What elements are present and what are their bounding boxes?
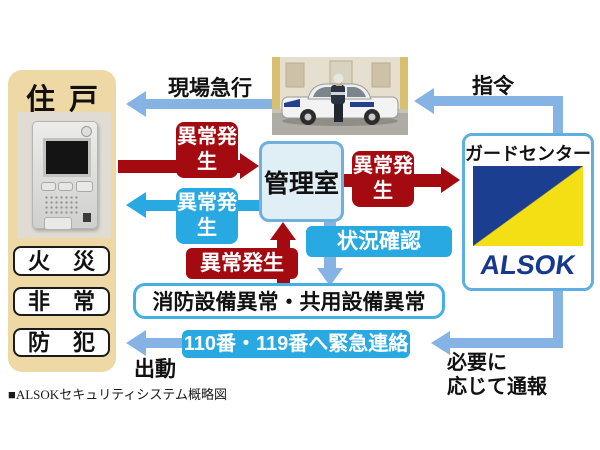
report-note: 必要に 応じて通報 <box>447 351 547 399</box>
intercom-label <box>44 217 72 230</box>
report-note-line2: 応じて通報 <box>447 376 547 398</box>
alsok-flag-logo <box>473 166 583 246</box>
facility-alert-box: 消防設備異常・共用設備異常 <box>133 283 445 319</box>
guard-center-label: ガードセンター <box>465 144 591 164</box>
intercom-round-button <box>81 126 92 137</box>
intercom-device <box>32 121 98 230</box>
facility-alert-label: 消防設備異常・共用設備異常 <box>152 291 426 314</box>
intercom-speaker <box>44 195 78 214</box>
control-room-label: 管理室 <box>263 169 339 198</box>
alarm-emergency: 非常 <box>13 287 110 316</box>
command-label: 指令 <box>472 75 514 98</box>
abnormal-tag-facility-to-control: 異常発生 <box>186 248 298 279</box>
intercom-dark-button <box>83 213 91 222</box>
report-note-line1: 必要に <box>447 352 507 374</box>
intercom-screen <box>43 138 91 177</box>
intercom-button <box>76 181 93 192</box>
abnormal-tag-control-to-residence: 異常発生 <box>176 188 238 244</box>
alarm-fire: 火災 <box>13 246 110 276</box>
emergency-call-bar: 110番・119番へ緊急連絡 <box>182 330 410 358</box>
intercom-button <box>58 182 73 191</box>
rush-label: 現場急行 <box>168 77 252 100</box>
alsok-wordmark: ALSOK <box>478 250 578 280</box>
control-room-box: 管理室 <box>259 141 344 222</box>
intercom-button <box>41 182 56 191</box>
alarm-crime: 防犯 <box>13 328 110 357</box>
abnormal-tag-control-to-guard: 異常発生 <box>352 151 414 207</box>
status-check-label: 状況確認 <box>306 226 452 257</box>
intercom-photo <box>17 112 111 238</box>
abnormal-tag-residence-to-control: 異常発生 <box>176 122 238 178</box>
residence-title: 住戸 <box>26 84 98 116</box>
guard-patrol-photo <box>272 57 408 135</box>
dispatch-label: 出動 <box>134 358 176 381</box>
diagram-caption: ■ALSOKセキュリティシステム概略図 <box>8 387 228 402</box>
